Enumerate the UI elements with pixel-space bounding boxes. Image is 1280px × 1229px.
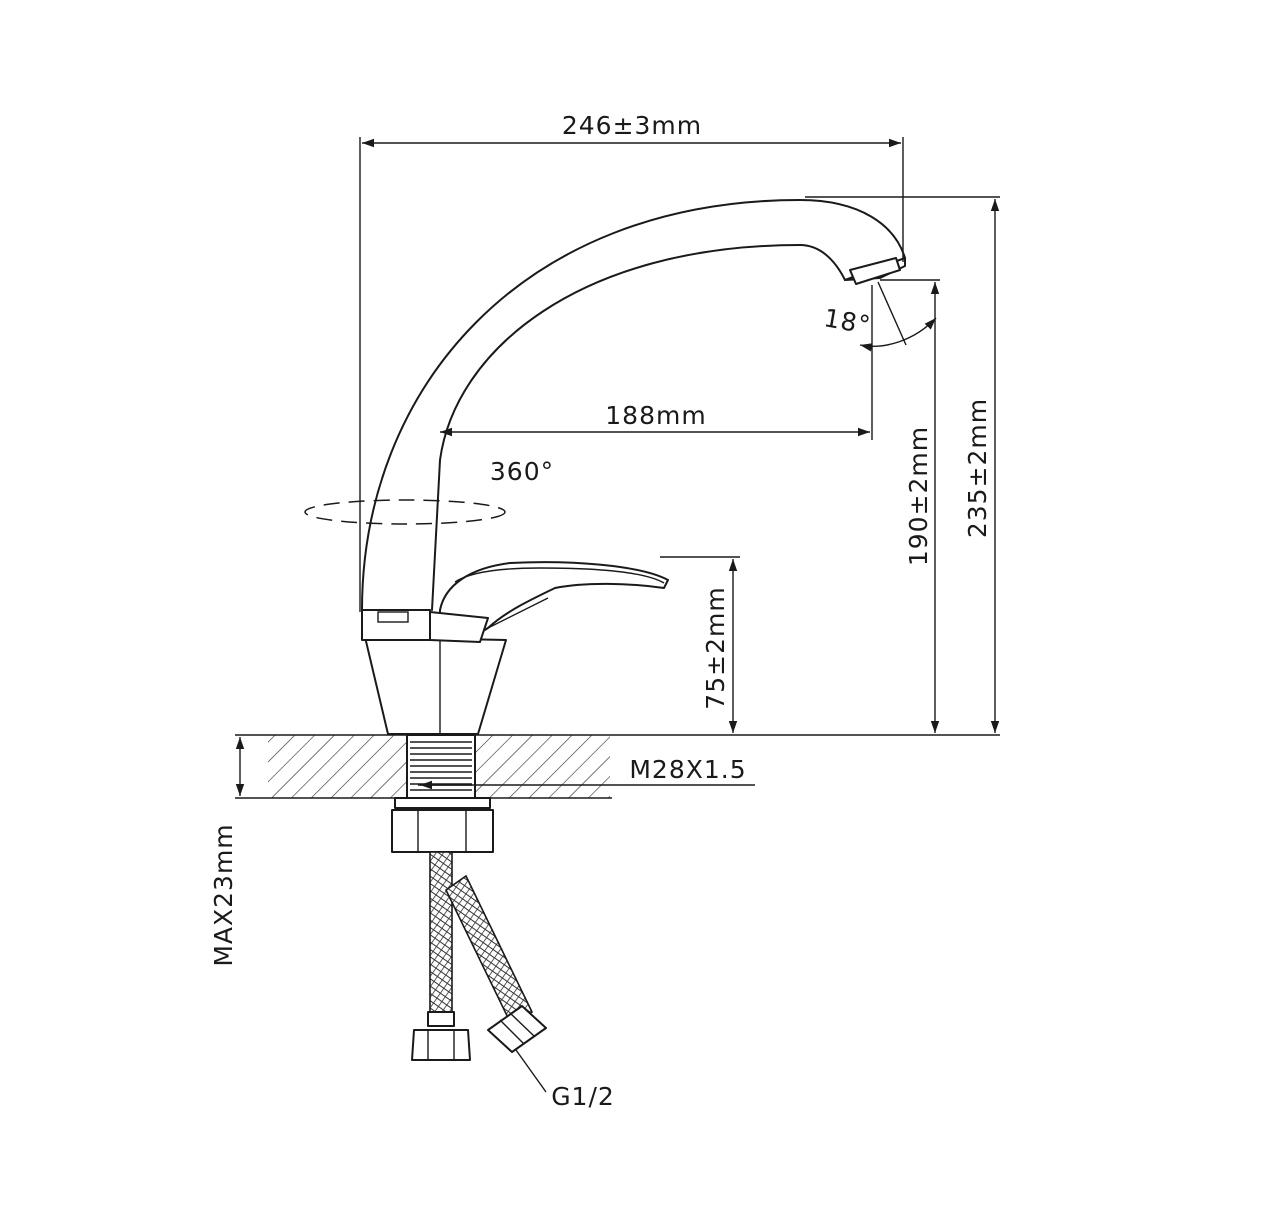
spout	[361, 199, 906, 611]
flexible-hoses	[411, 851, 547, 1061]
mount-thread-label: M28X1.5	[629, 755, 746, 784]
hose-connection-label: G1/2	[551, 1082, 615, 1111]
total-reach-label: 246±3mm	[562, 111, 702, 140]
dimension-lines	[235, 137, 1000, 1093]
countertop-section	[235, 734, 1000, 799]
handle-height-label: 75±2mm	[701, 586, 730, 709]
max-thickness-label: MAX23mm	[209, 823, 238, 966]
mounting-nut	[391, 797, 494, 853]
swivel-indicator	[304, 499, 506, 525]
outlet-height-label: 190±2mm	[904, 426, 933, 566]
spout-reach-label: 188mm	[605, 401, 706, 430]
spout-angle-label: 18°	[822, 303, 874, 340]
swivel-label: 360°	[490, 457, 554, 486]
total-height-label: 235±2mm	[963, 398, 992, 538]
lever-handle	[429, 561, 669, 643]
